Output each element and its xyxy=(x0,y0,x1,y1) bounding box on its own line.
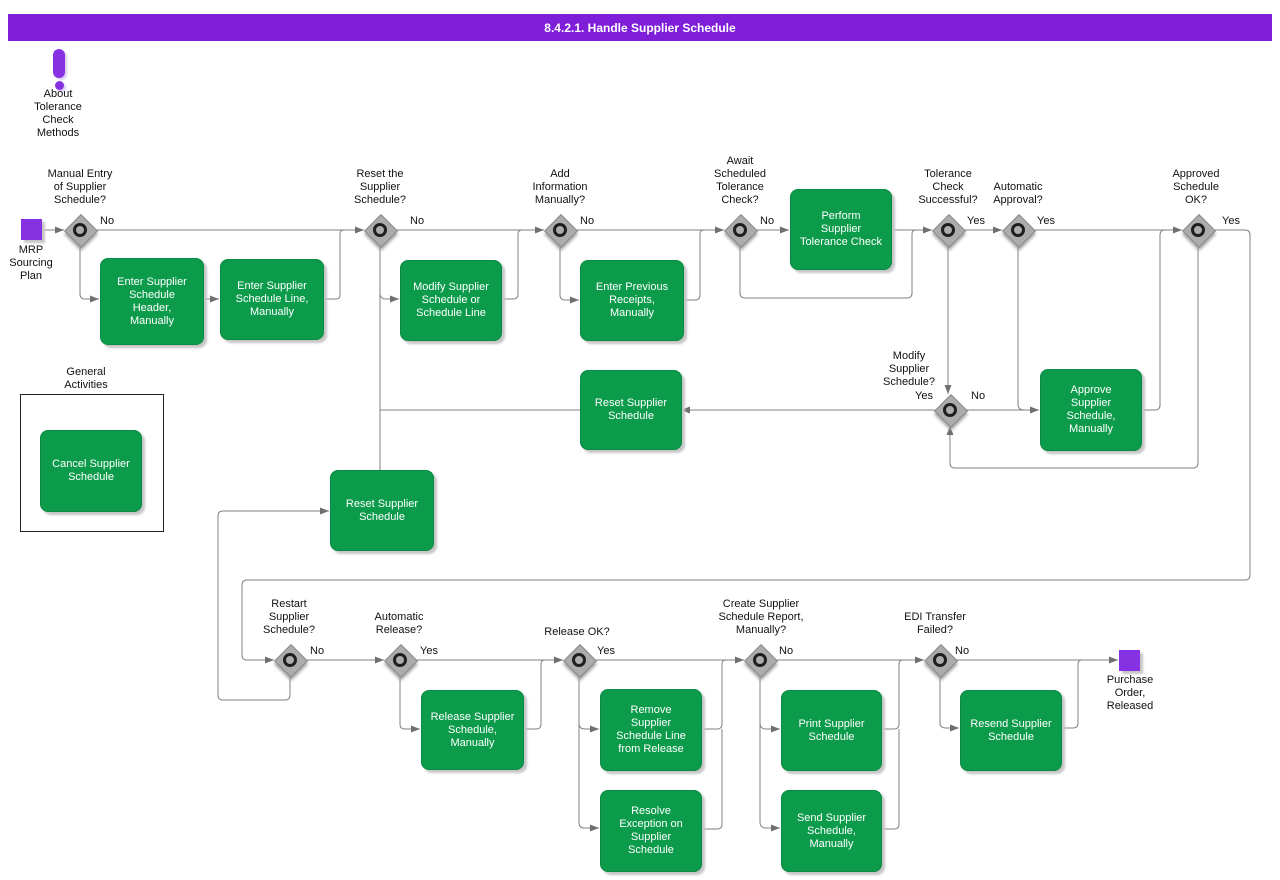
activity-release-supplier-schedule[interactable]: Release Supplier Schedule, Manually xyxy=(421,690,524,770)
branch-label: Yes xyxy=(1222,215,1240,227)
decision-ring-icon xyxy=(393,653,407,667)
branch-label: No xyxy=(760,215,775,227)
decision-label: Release OK? xyxy=(544,626,610,638)
exclamation-icon-dot[interactable] xyxy=(55,81,64,90)
activity-resend-supplier-schedule[interactable]: Resend Supplier Schedule xyxy=(960,690,1062,771)
decision-label: Tolerance Check Successful? xyxy=(918,168,978,206)
decision-await-tolerance xyxy=(724,214,758,248)
decision-tolerance-ok xyxy=(932,214,966,248)
decision-ring-icon xyxy=(753,653,767,667)
activity-reset-supplier-schedule-low[interactable]: Reset Supplier Schedule xyxy=(330,470,434,551)
decision-label: Await Scheduled Tolerance Check? xyxy=(714,155,766,206)
decision-label: Restart Supplier Schedule? xyxy=(263,598,315,636)
activity-enter-supplier-schedule-header[interactable]: Enter Supplier Schedule Header, Manually xyxy=(100,258,204,345)
activity-reset-supplier-schedule-mid[interactable]: Reset Supplier Schedule xyxy=(580,370,682,450)
branch-label: Yes xyxy=(597,645,615,657)
branch-label: No xyxy=(310,645,325,657)
branch-label: Yes xyxy=(915,390,933,402)
decision-ring-icon xyxy=(943,403,957,417)
general-activities-label: General Activities xyxy=(64,366,108,391)
branch-label: No xyxy=(779,645,794,657)
decision-label: Reset the Supplier Schedule? xyxy=(354,168,406,206)
decision-modify-schedule xyxy=(934,394,968,428)
decision-edi-failed xyxy=(924,644,958,678)
branch-label: No xyxy=(971,390,986,402)
decision-label: Create Supplier Schedule Report, Manuall… xyxy=(718,598,804,636)
activity-print-supplier-schedule[interactable]: Print Supplier Schedule xyxy=(781,690,882,771)
activity-cancel-supplier-schedule[interactable]: Cancel Supplier Schedule xyxy=(40,430,142,512)
decision-ring-icon xyxy=(373,223,387,237)
decision-label: Modify Supplier Schedule? xyxy=(883,350,935,388)
branch-label: No xyxy=(955,645,970,657)
about-note-label: About Tolerance Check Methods xyxy=(34,88,82,139)
decision-reset-schedule xyxy=(364,214,398,248)
decision-label: Automatic Release? xyxy=(374,611,424,636)
activity-remove-schedule-line-from-release[interactable]: Remove Supplier Schedule Line from Relea… xyxy=(600,689,702,771)
decision-auto-approval xyxy=(1002,214,1036,248)
decision-label: Manual Entry of Supplier Schedule? xyxy=(47,168,113,206)
start-node-mrp-sourcing-plan xyxy=(21,219,42,240)
activity-enter-supplier-schedule-line[interactable]: Enter Supplier Schedule Line, Manually xyxy=(220,259,324,340)
decision-manual-entry xyxy=(64,214,98,248)
decision-label: Add Information Manually? xyxy=(532,168,588,206)
decision-label: Approved Schedule OK? xyxy=(1172,168,1220,206)
activity-perform-supplier-tolerance-check[interactable]: Perform Supplier Tolerance Check xyxy=(790,189,892,270)
end-node-label: Purchase Order, Released xyxy=(1106,674,1154,712)
decision-approved-ok xyxy=(1182,214,1216,248)
decision-ring-icon xyxy=(73,223,87,237)
activity-enter-previous-receipts[interactable]: Enter Previous Receipts, Manually xyxy=(580,260,684,341)
decision-ring-icon xyxy=(941,223,955,237)
decision-ring-icon xyxy=(733,223,747,237)
activity-approve-supplier-schedule[interactable]: Approve Supplier Schedule, Manually xyxy=(1040,369,1142,451)
branch-label: Yes xyxy=(420,645,438,657)
decision-auto-release xyxy=(384,644,418,678)
decision-ring-icon xyxy=(283,653,297,667)
activity-send-supplier-schedule[interactable]: Send Supplier Schedule, Manually xyxy=(781,790,882,872)
end-node-purchase-order-released xyxy=(1119,650,1140,671)
decision-add-info xyxy=(544,214,578,248)
start-node-label: MRP Sourcing Plan xyxy=(9,244,53,282)
page-title: 8.4.2.1. Handle Supplier Schedule xyxy=(8,14,1272,41)
activity-modify-supplier-schedule[interactable]: Modify Supplier Schedule or Schedule Lin… xyxy=(400,260,502,341)
decision-ring-icon xyxy=(933,653,947,667)
decision-ring-icon xyxy=(572,653,586,667)
decision-label: EDI Transfer Failed? xyxy=(904,611,966,636)
decision-create-report xyxy=(744,644,778,678)
decision-ring-icon xyxy=(1011,223,1025,237)
branch-label: No xyxy=(580,215,595,227)
decision-restart xyxy=(274,644,308,678)
branch-label: No xyxy=(410,215,425,227)
decision-label: Automatic Approval? xyxy=(993,181,1043,206)
decision-ring-icon xyxy=(1191,223,1205,237)
exclamation-icon[interactable] xyxy=(53,49,65,78)
branch-label: Yes xyxy=(1037,215,1055,227)
branch-label: No xyxy=(100,215,115,227)
decision-ring-icon xyxy=(553,223,567,237)
branch-label: Yes xyxy=(967,215,985,227)
activity-resolve-exception[interactable]: Resolve Exception on Supplier Schedule xyxy=(600,790,702,872)
decision-release-ok xyxy=(563,644,597,678)
